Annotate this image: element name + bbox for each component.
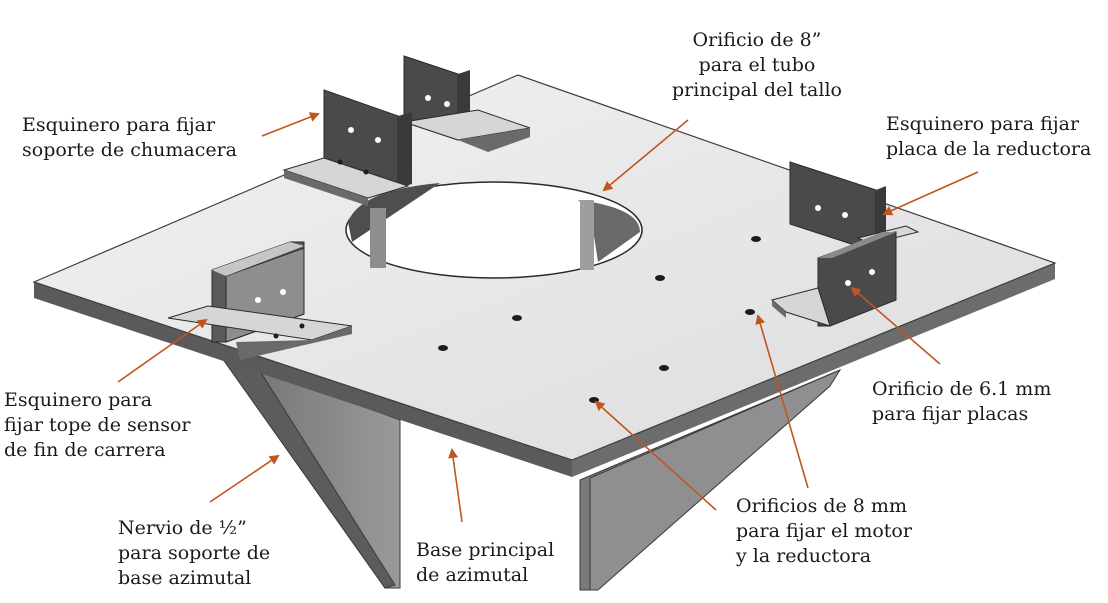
label-orificio-placas: Orificio de 6.1 mm para fijar placas: [872, 378, 1052, 425]
main-plate: [32, 74, 1057, 477]
arrow-orificios-motor-1: [594, 400, 717, 511]
hole: [589, 397, 599, 403]
hole-rib-right: [580, 200, 594, 270]
label-esquinero-chumacera: Esquinero para fijar soporte de chumacer…: [22, 114, 237, 161]
arrow-orificios-motor-2: [755, 314, 809, 489]
plate-front-edge: [34, 282, 572, 477]
bracket-chumacera-back: [403, 55, 531, 152]
hole: [745, 309, 755, 315]
label-nervio: Nervio de ½” para soporte de base azimut…: [118, 517, 271, 589]
main-hole: [345, 181, 643, 279]
bracket-reductora-front: [770, 231, 897, 327]
callout-arrows: [117, 112, 979, 523]
hole-rib-left: [370, 208, 386, 268]
plate-right-edge: [572, 263, 1055, 477]
arrow-orificio-placas: [850, 286, 941, 365]
hole: [438, 345, 448, 351]
bracket-chumacera-front: [282, 89, 412, 206]
hole: [655, 275, 665, 281]
label-orificio-tubo: Orificio de 8” para el tubo principal de…: [672, 29, 842, 101]
ribs: [218, 353, 842, 591]
label-esquinero-reductora: Esquinero para fijar placa de la reducto…: [886, 113, 1092, 160]
arrow-nervio: [209, 454, 280, 503]
plate-holes: [438, 236, 761, 403]
arrow-base-principal: [448, 448, 463, 523]
arrow-orificio-tubo: [602, 119, 689, 192]
hole: [751, 236, 761, 242]
arrow-esquinero-sensor: [117, 318, 208, 383]
bracket-sensor: [167, 241, 353, 360]
label-esquinero-sensor: Esquinero para fijar tope de sensor de f…: [4, 389, 191, 461]
arrow-esquinero-chumacera: [261, 112, 320, 137]
rib-right-face: [589, 368, 842, 591]
hole: [512, 315, 522, 321]
label-base-principal: Base principal de azimutal: [416, 539, 555, 586]
label-orificios-motor: Orificios de 8 mm para fijar el motor y …: [736, 495, 912, 567]
hole: [659, 365, 669, 371]
arrow-esquinero-reductora: [882, 171, 979, 216]
